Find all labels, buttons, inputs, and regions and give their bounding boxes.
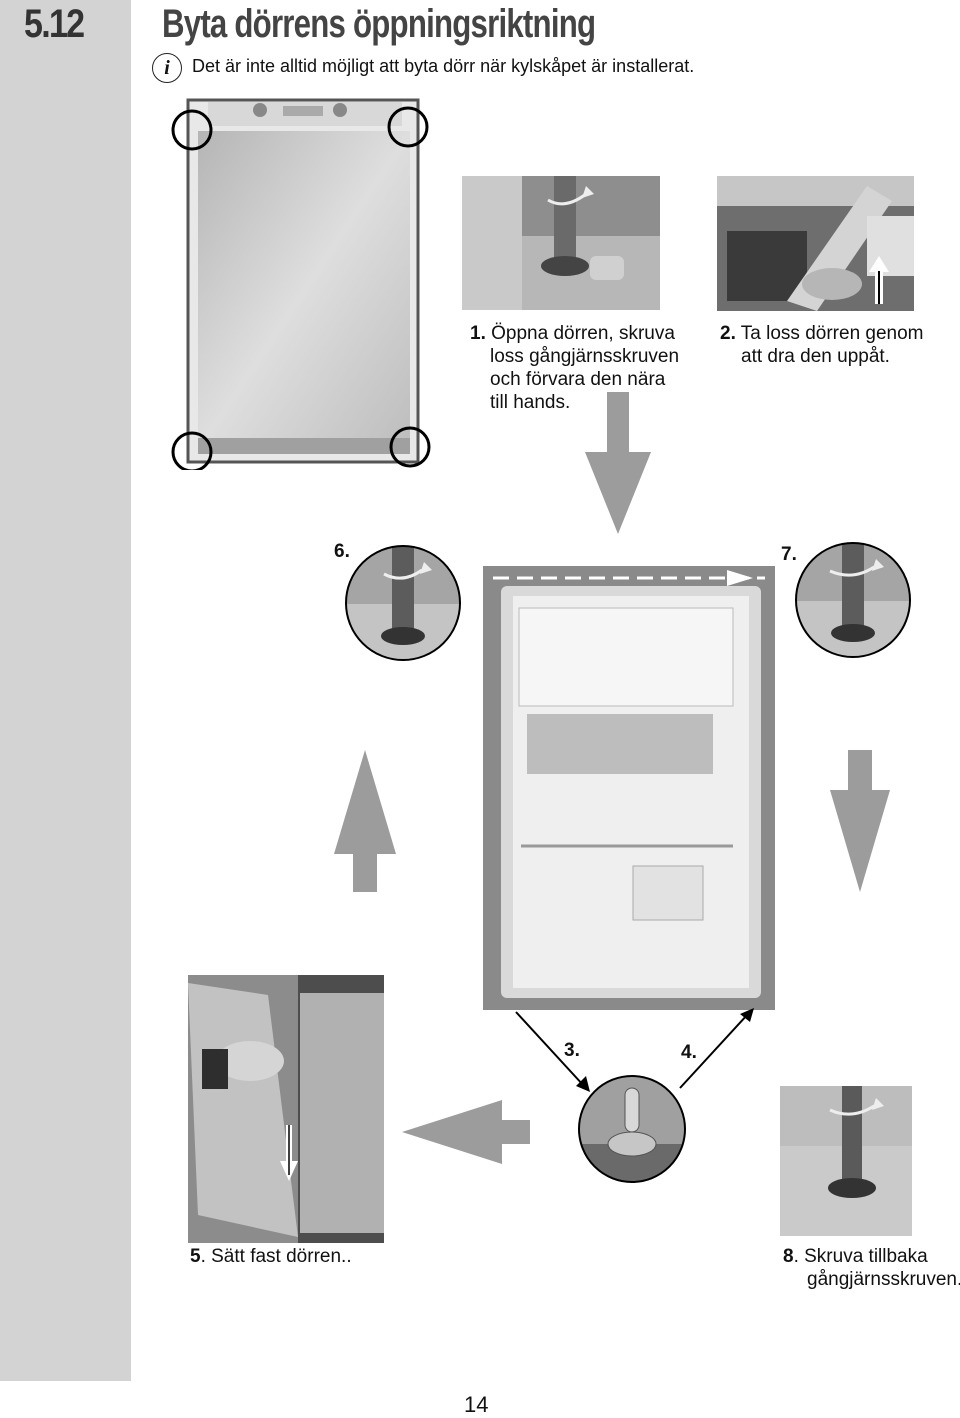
- info-icon: i: [152, 53, 182, 83]
- step-8-number: 8: [783, 1246, 794, 1267]
- step-2-number: 2.: [720, 323, 736, 344]
- door-lift-photo: [717, 176, 914, 311]
- pointer-arrows: [515, 1008, 754, 1092]
- step-1-number: 1.: [470, 323, 486, 344]
- hinge-pin-circle: [578, 1075, 686, 1183]
- step-8-caption: 8. Skruva tillbaka gångjärnsskruven.: [783, 1246, 960, 1290]
- sidebar: [0, 0, 131, 1381]
- info-note: Det är inte alltid möjligt att byta dörr…: [192, 56, 695, 76]
- section-title: Byta dörrens öppningsriktning: [162, 2, 596, 46]
- arrow-down-icon: [830, 750, 890, 892]
- door-mount-photo: [188, 975, 384, 1243]
- arrow-down-icon: [585, 392, 651, 534]
- hinge-circle-top-left: [171, 109, 213, 151]
- step-4-label: 4.: [681, 1042, 697, 1063]
- arrow-left-icon: [402, 1100, 530, 1164]
- step-5-number: 5: [190, 1246, 201, 1267]
- arrow-up-icon: [334, 750, 396, 892]
- fridge-closed-photo: [171, 98, 431, 470]
- hinge-screw-photo-8: [780, 1086, 912, 1236]
- page-number: 14: [464, 1392, 489, 1417]
- step-1-caption: 1. Öppna dörren, skruva loss gångjärnssk…: [470, 323, 680, 413]
- step-7-label: 7.: [781, 544, 797, 565]
- step-6-label: 6.: [334, 541, 350, 562]
- hinge-detail-circle-7: [795, 542, 911, 658]
- hinge-screw-photo-1: [462, 176, 660, 310]
- hinge-circle-bottom-right: [389, 426, 431, 468]
- fridge-open-photo: [483, 566, 775, 1010]
- hinge-circle-bottom-left: [171, 431, 213, 470]
- step-3-label: 3.: [564, 1040, 580, 1061]
- step-5-caption: 5. Sätt fast dörren..: [190, 1246, 352, 1267]
- hinge-detail-circle-6: [345, 545, 461, 661]
- section-number: 5.12: [24, 2, 85, 46]
- step-2-caption: 2. Ta loss dörren genom att dra den uppå…: [720, 323, 924, 367]
- hinge-circle-top-right: [387, 106, 429, 148]
